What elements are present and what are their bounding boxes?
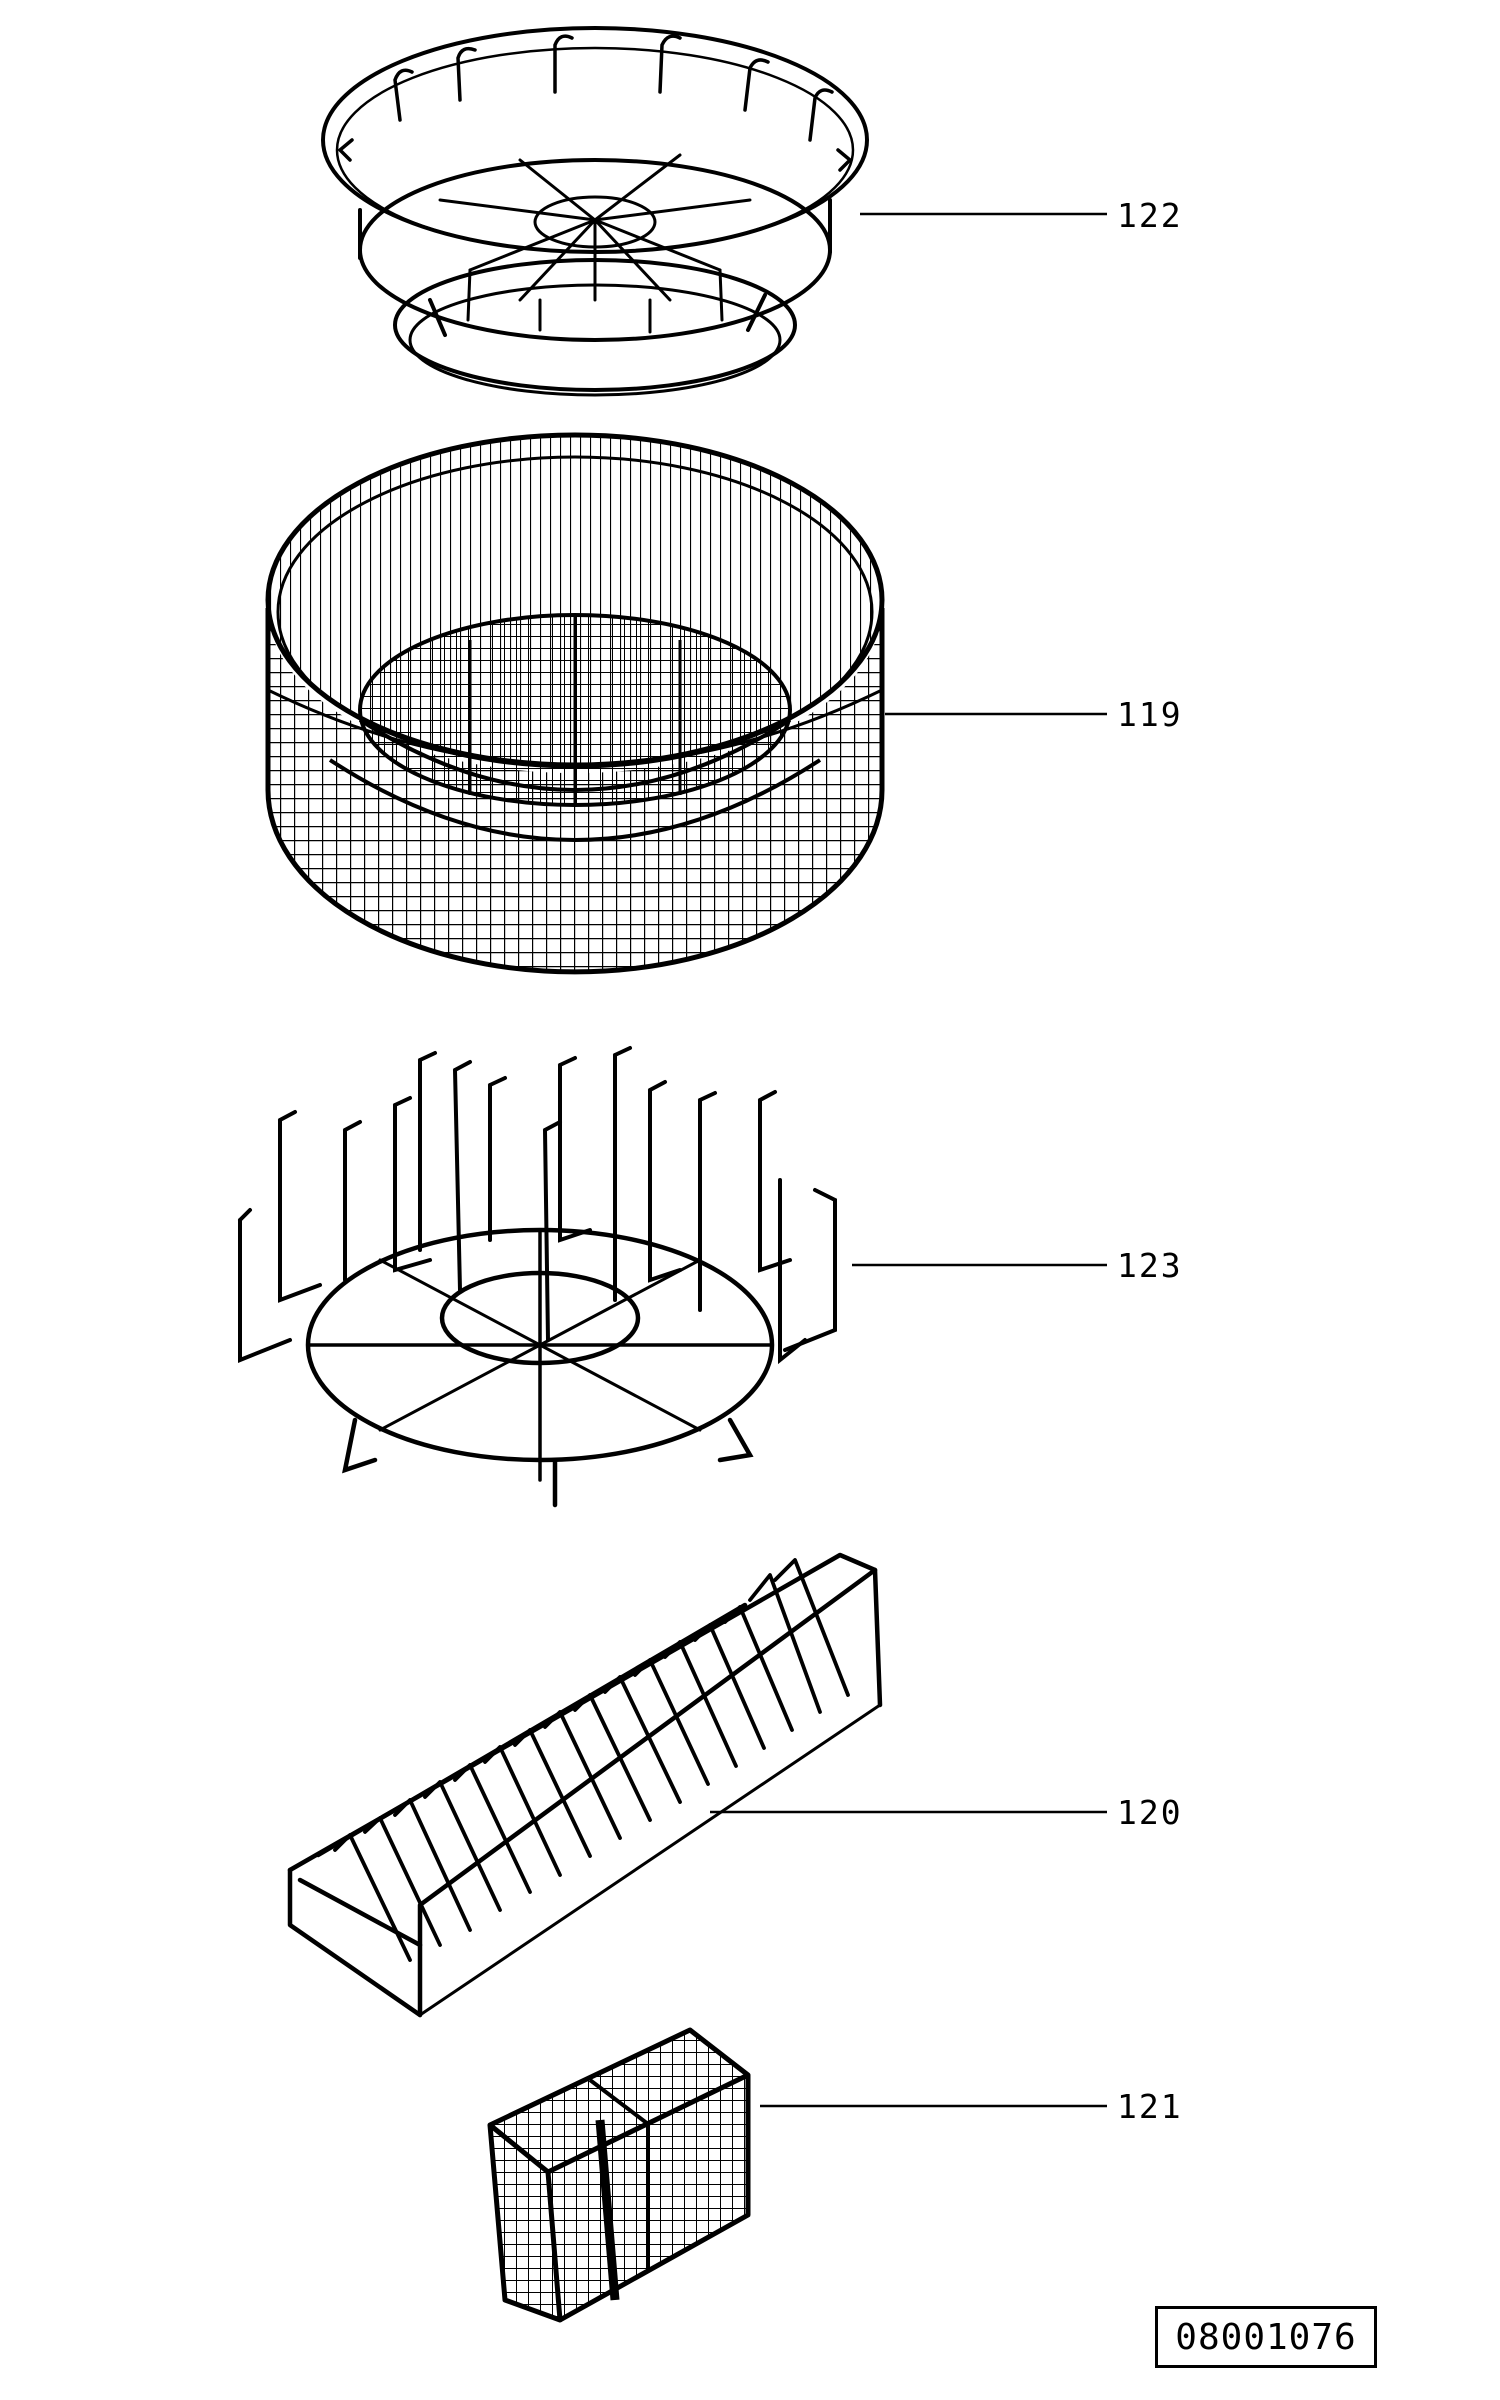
part-122-drawing (321, 26, 869, 397)
label-119: 119 (1117, 695, 1183, 734)
label-123: 123 (1117, 1246, 1183, 1285)
part-119-drawing (265, 432, 885, 975)
label-120: 120 (1117, 1793, 1183, 1832)
part-120-drawing (287, 1552, 883, 2018)
label-122: 122 (1117, 196, 1183, 235)
label-121: 121 (1117, 2087, 1183, 2126)
drawing-number-box: 08001076 (1155, 2306, 1377, 2368)
drawing-number: 08001076 (1175, 2316, 1357, 2358)
part-123-drawing (238, 1046, 837, 1508)
part-121-drawing (487, 2027, 751, 2323)
